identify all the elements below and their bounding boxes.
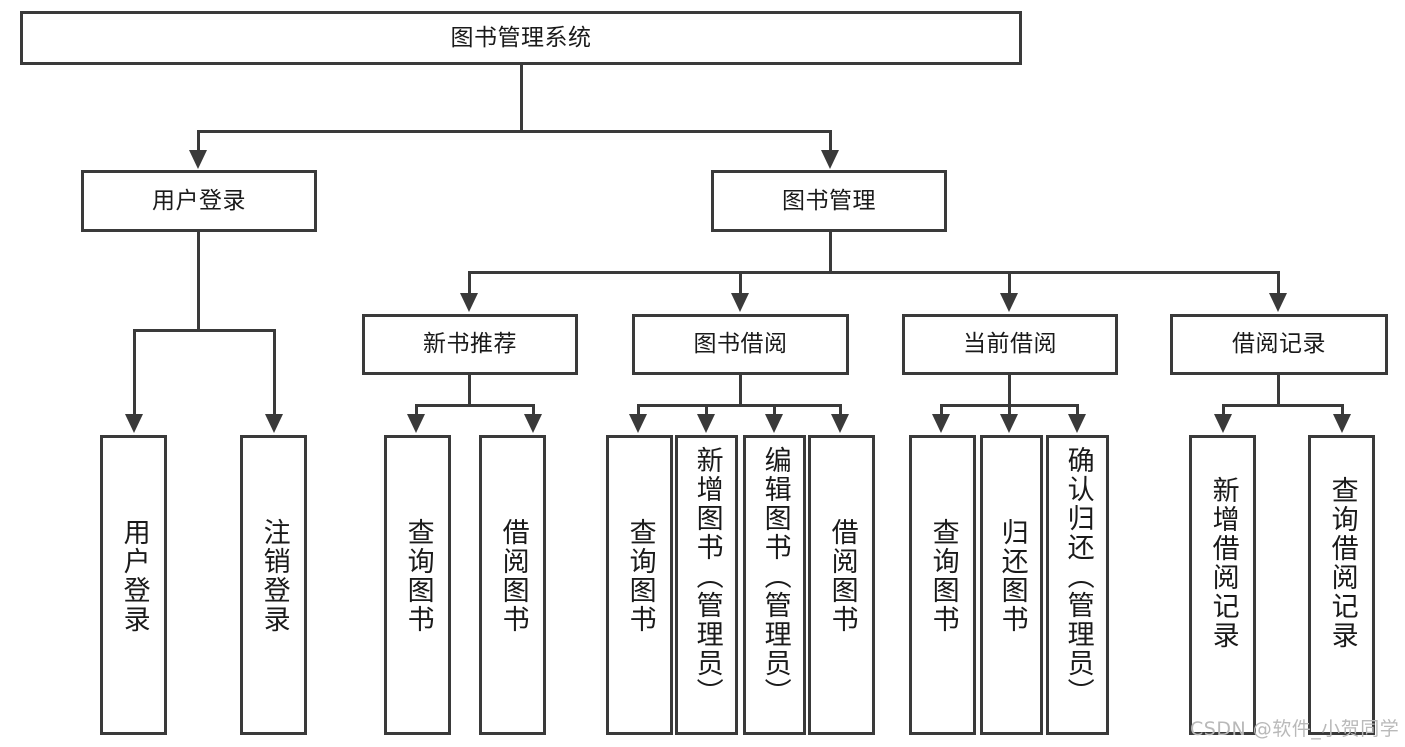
connector-current-borrow-stem	[1008, 375, 1011, 407]
node-book-borrow[interactable]: 图书借阅	[632, 314, 849, 375]
arrowhead-to-new-book-recommend	[460, 293, 478, 312]
node-label: 借阅图书	[497, 518, 529, 634]
arrowhead-to-book-management	[821, 150, 839, 169]
node-leaf-query-borrow-record[interactable]: 查询借阅记录	[1308, 435, 1375, 735]
arrowhead-to-leaf-query-record	[1333, 414, 1351, 433]
node-leaf-return-book[interactable]: 归还图书	[980, 435, 1043, 735]
connector-to-new-book-recommend	[468, 271, 471, 295]
node-book-management[interactable]: 图书管理	[711, 170, 947, 232]
connector-to-current-borrow	[1008, 271, 1011, 295]
connector-cb-child-1	[940, 404, 943, 416]
node-leaf-query-book-current[interactable]: 查询图书	[909, 435, 976, 735]
node-leaf-confirm-return[interactable]: 确认归还（管理员）	[1046, 435, 1109, 735]
node-label: 查询图书	[927, 518, 959, 634]
connector-bb-child-1	[637, 404, 640, 416]
node-label: 当前借阅	[963, 331, 1057, 358]
arrowhead-to-current-borrow	[1000, 293, 1018, 312]
node-leaf-borrow-book-new[interactable]: 借阅图书	[479, 435, 546, 735]
connector-book-management-stem	[829, 232, 832, 274]
node-new-book-recommend[interactable]: 新书推荐	[362, 314, 578, 375]
node-label: 图书借阅	[693, 331, 788, 358]
connector-user-login-split-bar	[133, 329, 276, 332]
arrowhead-to-leaf-return-book	[1000, 414, 1018, 433]
arrowhead-to-leaf-query-book-2	[629, 414, 647, 433]
node-label: 确认归还（管理员）	[1062, 446, 1094, 707]
arrowhead-to-leaf-edit-book	[765, 414, 783, 433]
arrowhead-to-leaf-add-book	[697, 414, 715, 433]
node-label: 注销登录	[258, 518, 290, 634]
arrowhead-to-leaf-user-login	[125, 414, 143, 433]
arrowhead-to-leaf-borrow-book-1	[524, 414, 542, 433]
node-user-login[interactable]: 用户登录	[81, 170, 317, 232]
node-leaf-add-borrow-record[interactable]: 新增借阅记录	[1189, 435, 1256, 735]
arrowhead-to-leaf-confirm-return	[1068, 414, 1086, 433]
connector-borrow-record-bar	[1222, 404, 1344, 407]
node-label: 用户登录	[152, 187, 246, 214]
node-label: 图书管理系统	[450, 24, 592, 51]
arrowhead-to-leaf-query-book-1	[407, 414, 425, 433]
connector-cb-child-2	[1008, 404, 1011, 416]
node-label: 新增图书（管理员）	[691, 446, 723, 707]
node-label: 用户登录	[118, 518, 150, 634]
connector-to-book-borrow	[739, 271, 742, 295]
connector-new-book-recommend-bar	[415, 404, 535, 407]
connector-br-child-1	[1222, 404, 1225, 416]
arrowhead-to-leaf-add-record	[1214, 414, 1232, 433]
node-label: 新书推荐	[423, 331, 517, 358]
arrowhead-to-book-borrow	[731, 293, 749, 312]
connector-book-borrow-bar	[637, 404, 842, 407]
node-leaf-borrow-book-borrow[interactable]: 借阅图书	[808, 435, 875, 735]
connector-user-login-left	[133, 329, 136, 416]
arrowhead-to-leaf-logout-login	[265, 414, 283, 433]
connector-root-to-book-management	[829, 130, 832, 152]
node-label: 借阅图书	[826, 518, 858, 634]
node-leaf-query-book-borrow[interactable]: 查询图书	[606, 435, 673, 735]
node-label: 归还图书	[996, 518, 1028, 634]
node-label: 查询图书	[402, 518, 434, 634]
node-leaf-query-book-new[interactable]: 查询图书	[384, 435, 451, 735]
node-current-borrow[interactable]: 当前借阅	[902, 314, 1118, 375]
connector-nbr-child-1	[415, 404, 418, 416]
connector-bb-child-3	[773, 404, 776, 416]
connector-cb-child-3	[1076, 404, 1079, 416]
connector-br-child-2	[1341, 404, 1344, 416]
node-leaf-logout-login[interactable]: 注销登录	[240, 435, 307, 735]
connector-user-login-stem	[197, 232, 200, 332]
connector-root-split-bar	[197, 130, 832, 133]
node-root-book-management-system[interactable]: 图书管理系统	[20, 11, 1022, 65]
node-label: 编辑图书（管理员）	[759, 446, 791, 707]
node-borrow-record[interactable]: 借阅记录	[1170, 314, 1388, 375]
node-label: 图书管理	[782, 187, 876, 214]
connector-root-to-user-login	[197, 130, 200, 152]
node-label: 新增借阅记录	[1207, 476, 1239, 650]
connector-bb-child-4	[839, 404, 842, 416]
node-label: 查询借阅记录	[1326, 476, 1358, 650]
connector-bb-child-2	[705, 404, 708, 416]
arrowhead-to-user-login	[189, 150, 207, 169]
connector-user-login-right	[273, 329, 276, 416]
connector-new-book-recommend-stem	[468, 375, 471, 407]
node-label: 查询图书	[624, 518, 656, 634]
node-leaf-edit-book[interactable]: 编辑图书（管理员）	[743, 435, 806, 735]
node-label: 借阅记录	[1232, 331, 1326, 358]
csdn-watermark: CSDN @软件_小贺同学	[1190, 718, 1400, 740]
node-leaf-add-book[interactable]: 新增图书（管理员）	[675, 435, 738, 735]
connector-nbr-child-2	[532, 404, 535, 416]
arrowhead-to-leaf-query-book-3	[932, 414, 950, 433]
arrowhead-to-borrow-record	[1269, 293, 1287, 312]
connector-to-borrow-record	[1277, 271, 1280, 295]
arrowhead-to-leaf-borrow-book-2	[831, 414, 849, 433]
node-leaf-user-login[interactable]: 用户登录	[100, 435, 167, 735]
connector-root-stem	[519, 65, 523, 132]
connector-book-borrow-stem	[739, 375, 742, 407]
connector-book-management-split-bar	[468, 271, 1280, 274]
connector-borrow-record-stem	[1277, 375, 1280, 407]
